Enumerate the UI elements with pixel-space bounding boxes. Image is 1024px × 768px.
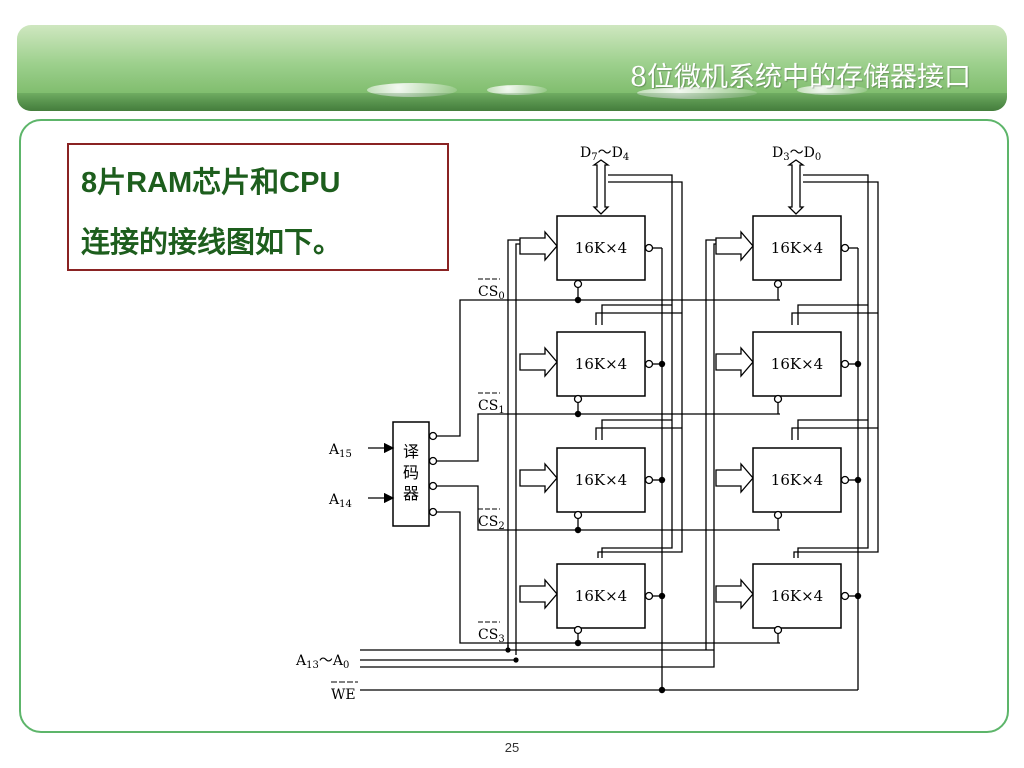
description-line-1: 8片RAM芯片和CPU [81, 167, 341, 199]
write-enable-label: WE [331, 687, 356, 703]
chip-r1-c0 [556, 331, 646, 397]
chip-label: 16K×4 [575, 239, 627, 257]
chip-label: 16K×4 [575, 587, 627, 605]
chip-r2-c1 [752, 447, 842, 513]
input-a14-label: A14 [328, 492, 352, 510]
chip-label: 16K×4 [771, 471, 823, 489]
data-bus-low-label: D3～D0 [772, 145, 821, 163]
header-banner: 8位微机系统中的存储器接口 [17, 25, 1007, 111]
chip-r2-c0 [556, 447, 646, 513]
chip-label: 16K×4 [575, 471, 627, 489]
page-number: 25 [504, 740, 520, 755]
chip-label: 16K×4 [771, 355, 823, 373]
description-line-2: 连接的接线图如下。 [81, 227, 343, 259]
water-drop-decoration [487, 85, 547, 95]
decoder-char: 码 [403, 463, 419, 482]
chip-r3-c0 [556, 563, 646, 629]
cs3-label: CS3 [478, 627, 505, 645]
address-bus-label: A13～A0 [295, 653, 349, 671]
input-a15-label: A15 [328, 442, 352, 460]
water-drop-decoration [797, 85, 867, 95]
content-frame [19, 119, 1009, 733]
cs1-label: CS1 [478, 398, 505, 416]
decoder-char: 译 [403, 442, 419, 461]
cs2-label: CS2 [478, 514, 505, 532]
chip-label: 16K×4 [771, 587, 823, 605]
chip-r0-c0 [556, 215, 646, 281]
decoder-char: 器 [403, 484, 419, 503]
header-stripe [17, 93, 1007, 111]
chip-label: 16K×4 [771, 239, 823, 257]
description-box: 8片RAM芯片和CPU 连接的接线图如下。 [67, 143, 449, 271]
cs0-label: CS0 [478, 284, 505, 302]
chip-r3-c1 [752, 563, 842, 629]
chip-r0-c1 [752, 215, 842, 281]
slide-title: 8位微机系统中的存储器接口 [629, 62, 971, 93]
chip-label: 16K×4 [575, 355, 627, 373]
data-bus-high-label: D7～D4 [580, 145, 629, 163]
